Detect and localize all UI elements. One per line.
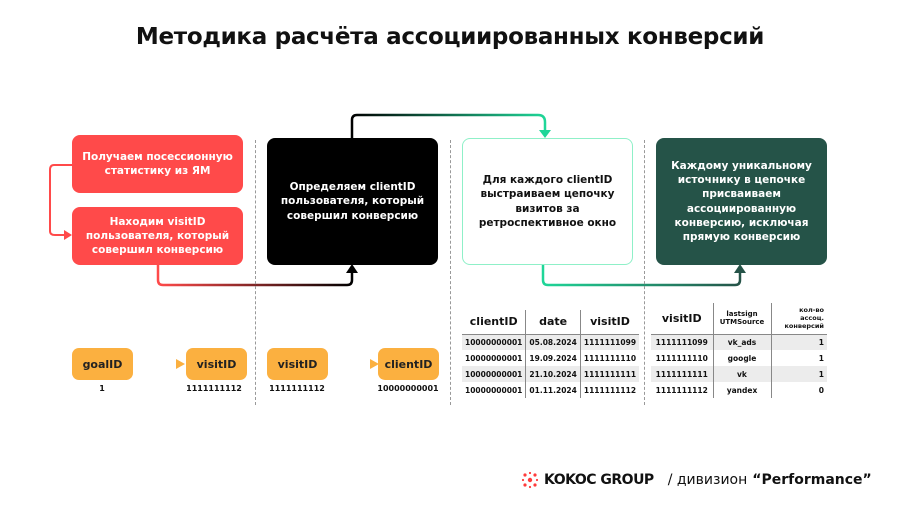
kokoc-logo-icon	[521, 471, 539, 489]
cell: 10000000001	[465, 353, 523, 363]
clientid-value: 10000000001	[377, 384, 439, 393]
cell: 19.09.2024	[525, 350, 581, 366]
column-header: clientID	[469, 315, 518, 329]
column-header: кол-во ассоц. конверсий	[770, 303, 827, 334]
footer: KOKOC GROUP / дивизион “Performance”	[520, 470, 872, 490]
goalid-chip: goalID	[72, 348, 133, 380]
clientid-chip: clientID	[378, 348, 439, 380]
cell: 1111111111	[579, 366, 640, 382]
cell: 1	[770, 334, 827, 350]
column-header: lastsign UTMSource	[712, 303, 771, 334]
arrow-step3-to-step4	[350, 113, 547, 138]
cell: 1	[770, 366, 827, 382]
brand-name: KOKOC GROUP	[544, 472, 654, 488]
cell: 05.08.2024	[525, 334, 581, 350]
visitid-value: 1111111112	[269, 384, 325, 393]
step-3-box: Определяем clientID пользователя, которы…	[267, 138, 438, 265]
cell: 10000000001	[465, 385, 523, 395]
cell: 1111111110	[655, 353, 708, 363]
step-2-box: Находим visitID пользователя, который со…	[72, 207, 243, 265]
divider	[644, 140, 645, 405]
cell: vk_ads	[712, 334, 771, 350]
visitid-chip: visitID	[267, 348, 328, 380]
cell: google	[712, 350, 771, 366]
cell: 1	[770, 350, 827, 366]
arrow-step4-to-step5	[541, 265, 742, 287]
page-title: Методика расчёта ассоциированных конверс…	[135, 24, 765, 50]
column-header: visitID	[661, 311, 702, 325]
cell: 21.10.2024	[525, 366, 581, 382]
column-header: visitID	[579, 310, 640, 334]
divider	[450, 140, 451, 405]
cell: 10000000001	[462, 334, 526, 350]
cell: 1111111112	[579, 382, 640, 398]
cell: 01.11.2024	[525, 382, 581, 398]
arrow-step1-to-step2	[49, 164, 72, 236]
cell: 1111111111	[651, 366, 713, 382]
cell: 0	[770, 382, 827, 398]
cell: 1111111099	[651, 334, 713, 350]
assoc-conversions-table: visitID lastsign UTMSource кол-во ассоц.…	[651, 303, 827, 398]
goalid-value: 1	[99, 384, 105, 393]
step-1-box: Получаем посессионную статистику из ЯМ	[72, 135, 243, 193]
cell: 10000000001	[462, 366, 526, 382]
cell: 1111111112	[655, 385, 708, 395]
column-header: date	[525, 310, 581, 334]
cell: 1111111099	[579, 334, 640, 350]
cell: yandex	[712, 382, 771, 398]
visitid-chip: visitID	[186, 348, 247, 380]
step-4-box: Для каждого clientID выстраиваем цепочку…	[462, 138, 633, 265]
divider	[255, 140, 256, 405]
division-name: “Performance”	[752, 472, 872, 488]
visitid-value: 1111111112	[186, 384, 242, 393]
cell: 1111111110	[579, 350, 640, 366]
division-label: / дивизион	[667, 472, 748, 488]
step-5-box: Каждому уникальному источнику в цепочке …	[656, 138, 827, 265]
cell: vk	[712, 366, 771, 382]
